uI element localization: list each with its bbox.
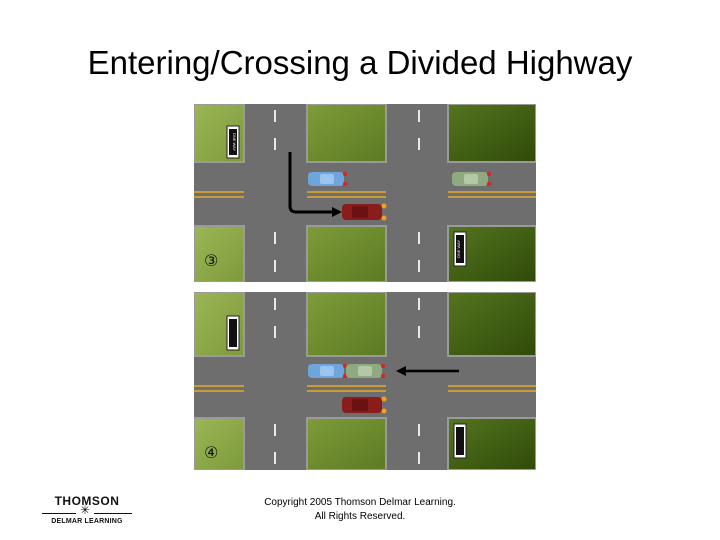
grass-block — [307, 418, 386, 470]
blue-car-icon — [308, 364, 347, 378]
one-way-sign-icon: ONE WAY — [453, 231, 467, 267]
red-car-icon — [342, 396, 387, 414]
grass-block — [448, 292, 536, 356]
turn-path-arrow-icon — [288, 152, 332, 214]
logo-top-text: THOMSON — [54, 494, 120, 508]
star-icon: ✳ — [80, 503, 91, 517]
one-way-sign-icon — [453, 423, 467, 459]
grass-block — [448, 104, 536, 162]
svg-text:ONE WAY: ONE WAY — [232, 133, 237, 152]
green-car-icon — [452, 172, 491, 186]
lane-dashes — [274, 298, 420, 464]
svg-text:ONE WAY: ONE WAY — [456, 239, 461, 258]
copyright-line-1: Copyright 2005 Thomson Delmar Learning. — [264, 497, 456, 508]
copyright-line-2: All Rights Reserved. — [314, 511, 406, 522]
slide-title: Entering/Crossing a Divided Highway — [87, 44, 633, 81]
median-line — [194, 385, 536, 392]
lane-dashes — [274, 110, 420, 272]
logo-divider: ✳ — [42, 504, 132, 518]
arrow-head-icon — [332, 207, 342, 217]
one-way-sign-icon: ONE WAY — [226, 125, 240, 159]
intersection-panel-4: ④ — [194, 292, 536, 470]
grass-block — [307, 292, 386, 356]
grass-block — [307, 104, 386, 162]
logo-bottom-text: DELMAR LEARNING — [51, 518, 123, 525]
grass-block — [194, 418, 244, 470]
median-line — [194, 191, 536, 198]
red-car-icon — [342, 203, 387, 221]
green-car-icon — [346, 364, 385, 378]
one-way-sign-icon — [226, 315, 240, 351]
copyright-notice: Copyright 2005 Thomson Delmar Learning. … — [220, 496, 500, 524]
panel-number: ③ — [204, 251, 218, 270]
blue-car-icon — [308, 172, 347, 186]
panel-number: ④ — [204, 443, 218, 462]
grass-block — [307, 226, 386, 282]
arrow-head-icon — [396, 366, 406, 376]
intersection-panel-3: ONE WAY ONE WAY ③ — [194, 104, 536, 282]
grass-block — [194, 226, 244, 282]
thomson-delmar-logo: THOMSON ✳ DELMAR LEARNING — [42, 494, 132, 525]
